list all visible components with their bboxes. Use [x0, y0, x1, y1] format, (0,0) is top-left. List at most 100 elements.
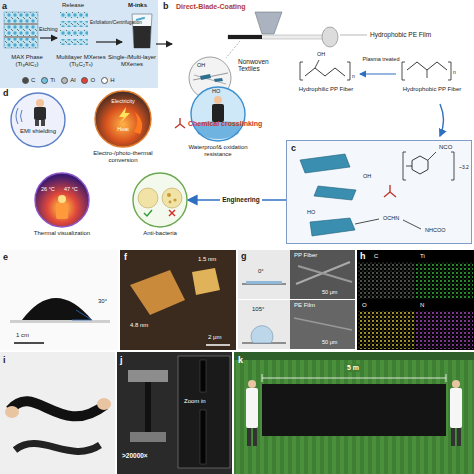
plasma-arrow [360, 73, 396, 74]
antibacteria-illustration [169, 210, 175, 216]
circle-outline [191, 87, 245, 141]
photo-k [246, 388, 258, 428]
afm-image [120, 250, 236, 350]
process-label: Plasma treated [360, 56, 402, 62]
crosslinker-icon [384, 192, 390, 197]
function-label: Waterproof& oxidation resistance [180, 144, 256, 158]
panel-letter: i [3, 355, 6, 365]
antibacteria-illustration [169, 210, 175, 216]
chem-group: OH [197, 62, 205, 68]
blade-coater [228, 35, 262, 39]
panel-letter: f [124, 252, 127, 262]
circle-outline [34, 172, 90, 228]
crosslinker-icon [180, 124, 185, 128]
energy-label: Heat [108, 126, 138, 132]
afm-image [206, 344, 230, 346]
photo-k [457, 428, 461, 446]
cycle-label: >20000× [122, 452, 148, 459]
leader-line [226, 35, 367, 58]
hydrophilic-structure [315, 60, 319, 68]
blade-coater [255, 12, 282, 34]
panel-a-ground [0, 0, 158, 88]
eds-map [358, 311, 415, 349]
flow-arrow [440, 104, 444, 136]
eds-map [357, 250, 474, 350]
function-circle: ElectricityHeatElectro-/photo-thermal co… [94, 90, 152, 148]
zoom-label: Zoom in [184, 398, 206, 405]
panel-c-ground [286, 140, 472, 244]
coating-arrow [156, 43, 172, 44]
photo-j [130, 432, 166, 442]
eds-map [358, 262, 415, 299]
circle-outline [133, 173, 187, 227]
function-label: EMI shielding [14, 128, 62, 135]
hydrophilic-structure [300, 60, 350, 80]
circle-outline [132, 172, 188, 228]
panel-letter: b [163, 1, 169, 11]
legend-swatch [41, 77, 48, 84]
panel-letter: e [3, 252, 8, 262]
contact-angle-photo [246, 281, 282, 284]
contact-angle-photo [238, 300, 355, 349]
contact-angle-photo [238, 250, 355, 299]
emi-illustration [41, 120, 45, 126]
photo-k [234, 352, 474, 474]
contact-angle-photo [238, 250, 355, 349]
crosslink-box: cNCO~3.2HOOHOCHNNHCOO [286, 140, 472, 244]
legend-text: Ti [50, 77, 55, 84]
legend-item: Al [61, 77, 75, 84]
mxene-flake [314, 186, 356, 200]
temperature-label: 26 °C [41, 186, 55, 192]
energy-label: Electricity [102, 98, 144, 104]
antibacteria-illustration [162, 188, 182, 208]
temperature-label: 47 °C [64, 186, 78, 192]
contact-angle-photo [290, 300, 355, 349]
max-crystal [4, 23, 38, 25]
function-circle: EMI shielding [10, 92, 66, 148]
element-label: Ti [420, 253, 425, 260]
element-label: C [374, 253, 378, 260]
crosslinker-icon [389, 185, 390, 192]
panel-letter: c [291, 143, 296, 153]
photo-j [117, 352, 232, 474]
chem-group: NCO [439, 144, 452, 151]
scale-label: 1 cm [16, 332, 29, 339]
antibacteria-illustration [133, 173, 187, 227]
photo-j [200, 360, 206, 392]
panel-c-ground [286, 140, 472, 244]
isocyanate-structure [403, 152, 454, 180]
photo-k [234, 352, 474, 360]
panel-a-ground [0, 0, 158, 88]
leader-line [340, 35, 367, 36]
exfoliation-arrow [96, 42, 122, 43]
photo-i [5, 406, 19, 418]
photo-e [14, 342, 44, 344]
flow-arrow [440, 104, 444, 136]
blade-coater [228, 12, 338, 47]
function-circle: Anti-bacteria [132, 172, 188, 228]
photo-k [262, 374, 263, 382]
angle-label: 30° [98, 298, 107, 305]
process-label: Direct-Blade-Coating [176, 3, 246, 11]
stage-label: M-inks [128, 2, 147, 9]
blade-coater [322, 27, 338, 47]
ink-beaker [133, 26, 151, 48]
thermal-illustration [35, 173, 89, 227]
isocyanate-structure [403, 152, 406, 180]
panel-letter: h [360, 251, 366, 261]
material-label: Hydrophobic PE Film [370, 31, 450, 38]
emi-illustration [21, 110, 23, 122]
panel-letter: k [238, 355, 243, 365]
heat-illustration [95, 91, 151, 147]
step-label: Release [62, 2, 84, 9]
photo-j [117, 352, 232, 474]
panel-letter: d [3, 88, 9, 98]
thermal-illustration [35, 173, 89, 227]
photo-i [97, 398, 111, 410]
photo-e [0, 250, 118, 350]
max-crystal [4, 12, 38, 48]
step-label: Etching [39, 26, 58, 32]
photo-k [248, 380, 256, 388]
textile-magnifier [214, 78, 223, 82]
textile-magnifier [194, 75, 226, 84]
